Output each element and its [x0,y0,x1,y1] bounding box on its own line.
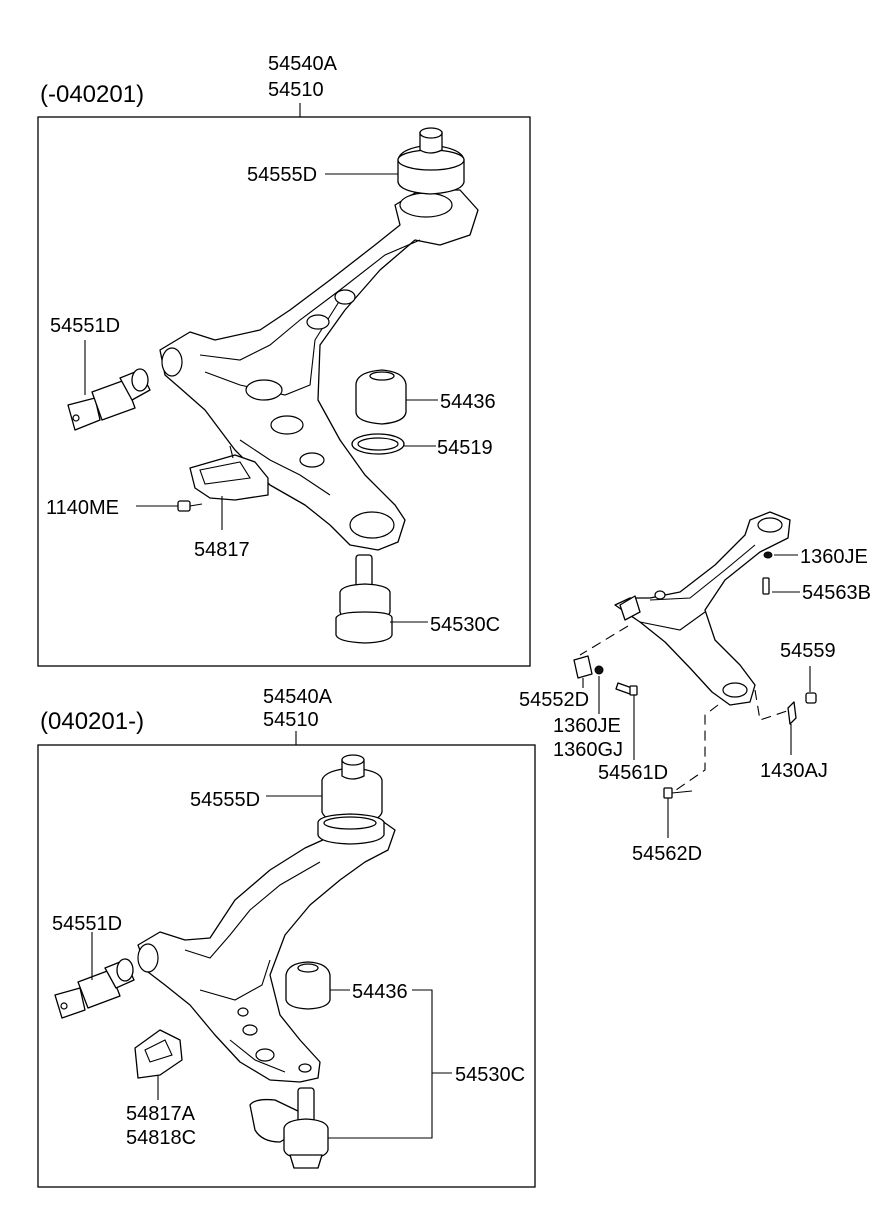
top-arm-upper-hole [399,192,453,218]
bottom-bracket[interactable] [134,1029,183,1079]
top-bracket[interactable] [189,445,269,501]
side-label-pin[interactable]: 1430AJ [760,760,828,782]
top-label-bushing-ring[interactable]: 54519 [437,437,493,459]
bottom-label-boot[interactable]: 54555D [190,789,260,811]
side-dash-1 [579,625,629,656]
side-bolt-bottom[interactable] [663,787,693,838]
bottom-panel: (040201-) 54540A 54510 54555D [37,686,536,1188]
top-panel: (-040201) 54540A 54510 54555D [37,53,531,667]
bottom-label-ball-joint[interactable]: 54530C [455,1064,525,1086]
top-label-ball-joint[interactable]: 54530C [430,614,500,636]
top-panel-frame [37,116,531,667]
top-ball-joint[interactable] [335,554,428,644]
bottom-assembly-code-1[interactable]: 54540A [263,686,333,708]
top-label-bolt[interactable]: 1140ME [46,497,119,519]
side-washer[interactable] [805,666,817,704]
bottom-label-bracket-1[interactable]: 54817A [126,1103,196,1125]
side-label-nut-mid-1[interactable]: 1360JE [553,715,621,737]
side-label-bolt-mid[interactable]: 54561D [598,762,668,784]
top-front-bushing[interactable] [67,368,151,431]
top-arm-front-eye [161,347,183,377]
bottom-bracket-leader [328,989,433,1139]
top-arm-balljoint-hole [349,511,395,539]
bottom-front-bushing[interactable] [54,958,135,1019]
bottom-ball-joint-boot[interactable] [317,754,385,845]
side-label-washer[interactable]: 54559 [780,640,836,662]
side-bolt-mid[interactable] [615,682,638,760]
side-nut-top[interactable] [763,551,798,559]
top-arm-hole-5 [299,452,325,468]
top-arm-hole-1 [245,379,283,401]
bottom-label-bracket-2[interactable]: 54818C [126,1127,196,1149]
top-arm-hole-4 [334,289,356,305]
bottom-control-arm[interactable] [137,817,396,1083]
bottom-date-range: (040201-) [40,708,144,735]
side-label-bolt-bottom[interactable]: 54562D [632,843,702,865]
side-label-bolt-top[interactable]: 54563B [802,582,871,604]
bottom-panel-frame [37,744,536,1188]
top-arm-hole-2 [270,415,304,435]
bottom-rear-bushing[interactable] [285,961,331,1010]
side-bracket[interactable] [573,655,593,688]
top-rear-bushing[interactable] [355,369,438,425]
side-dash-3 [754,689,791,721]
side-control-arm[interactable] [614,511,791,706]
side-label-nut-mid-2[interactable]: 1360GJ [553,739,623,761]
top-arm-hole-3 [306,314,330,330]
bottom-assembly-code-2[interactable]: 54510 [263,709,319,731]
top-label-boot[interactable]: 54555D [247,164,317,186]
top-assembly-code-1[interactable]: 54540A [268,53,338,75]
side-assembly: 1360JE 54563B 54559 1430AJ 54552D [519,511,871,865]
side-label-bracket[interactable]: 54552D [519,689,589,711]
side-dash-2 [675,704,719,791]
side-pin[interactable] [787,701,797,755]
side-label-nut-top[interactable]: 1360JE [800,546,868,568]
top-ball-joint-boot[interactable] [397,127,465,195]
top-bolt[interactable] [136,500,203,512]
bottom-label-rear-bushing[interactable]: 54436 [352,981,408,1003]
bottom-label-front-bushing[interactable]: 54551D [52,913,122,935]
top-date-range: (-040201) [40,81,144,108]
bottom-ball-joint[interactable] [249,1087,329,1169]
top-label-rear-bushing[interactable]: 54436 [440,391,496,413]
top-assembly-code-2[interactable]: 54510 [268,79,324,101]
top-label-bracket[interactable]: 54817 [194,539,250,561]
top-label-front-bushing[interactable]: 54551D [50,315,120,337]
side-bolt-top[interactable] [762,577,800,595]
top-bushing-ring[interactable] [351,433,436,455]
top-control-arm[interactable] [159,189,479,551]
side-nut-mid[interactable] [594,665,604,714]
